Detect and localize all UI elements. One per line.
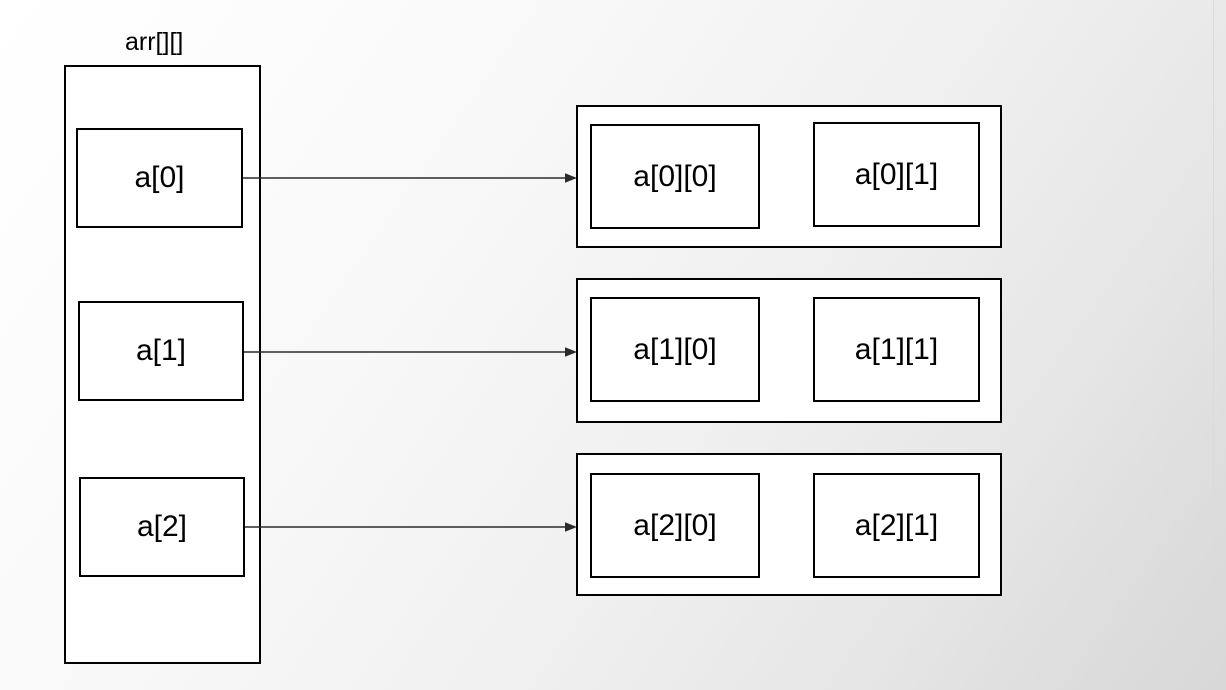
row-1-cell-0[interactable]: a[1][0] xyxy=(590,297,760,402)
canvas-edge-rule xyxy=(1213,0,1214,690)
pointer-cell-a2[interactable]: a[2] xyxy=(79,477,245,577)
pointer-cell-a0[interactable]: a[0] xyxy=(76,128,243,228)
pointer-cell-a1-label: a[1] xyxy=(135,334,187,367)
row-1-cell-0-label: a[1][0] xyxy=(633,332,717,366)
row-0-cell-1-label: a[0][1] xyxy=(854,157,939,191)
row-0-cell-0[interactable]: a[0][0] xyxy=(590,124,760,229)
pointer-cell-a2-label: a[2] xyxy=(136,510,188,543)
row-0-cell-1[interactable]: a[0][1] xyxy=(813,122,980,227)
row-2-cell-1-label: a[2][1] xyxy=(854,508,939,542)
row-2-cell-0-label: a[2][0] xyxy=(633,508,717,542)
row-2-cell-0[interactable]: a[2][0] xyxy=(590,473,760,578)
row-1-cell-1[interactable]: a[1][1] xyxy=(813,297,980,402)
row-0-cell-0-label: a[0][0] xyxy=(633,159,717,193)
row-2-cell-1[interactable]: a[2][1] xyxy=(813,473,980,578)
pointer-cell-a0-label: a[0] xyxy=(134,161,185,194)
connector-arrow-a0 xyxy=(243,172,577,184)
pointer-cell-a1[interactable]: a[1] xyxy=(78,301,244,401)
connector-arrow-a1 xyxy=(244,346,577,358)
connector-arrow-a2 xyxy=(245,521,577,533)
row-1-cell-1-label: a[1][1] xyxy=(854,332,939,366)
pointer-array-title: arr[][] xyxy=(125,28,184,56)
